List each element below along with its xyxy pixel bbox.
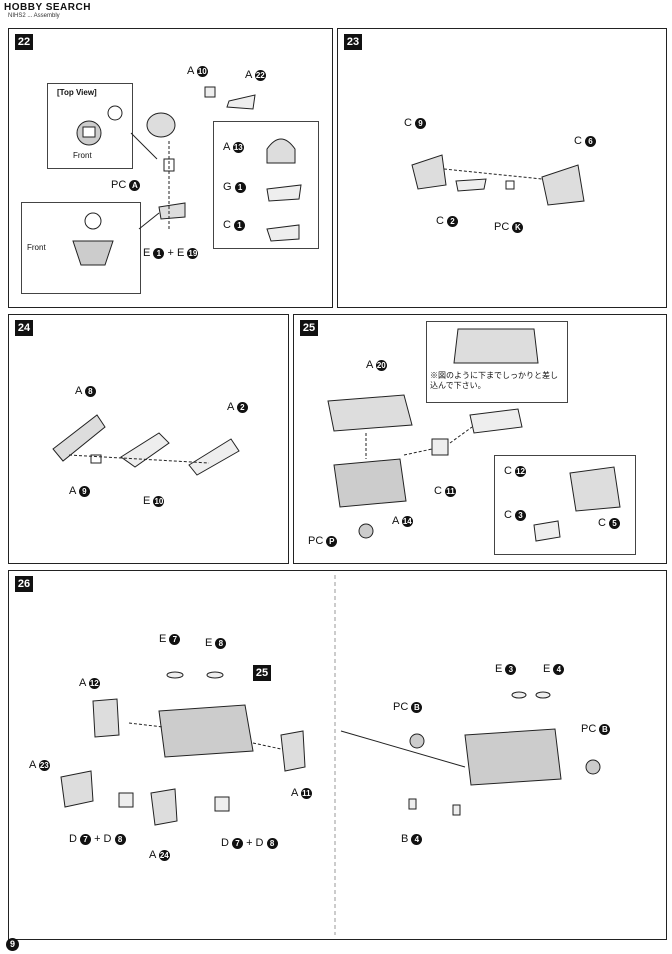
part-a12-label: A 12 bbox=[79, 677, 100, 689]
part-a24-label: A 24 bbox=[149, 849, 170, 861]
step-25-drawing bbox=[327, 328, 621, 542]
part-pca-label: PC A bbox=[111, 179, 141, 191]
page-number: 9 bbox=[6, 938, 19, 951]
part-a22-label: A 22 bbox=[245, 69, 266, 81]
part-a23-label: A 23 bbox=[29, 759, 50, 771]
part-a13-label: A 13 bbox=[223, 141, 244, 153]
part-pcp-label: PC P bbox=[308, 535, 338, 547]
step-number: 23 bbox=[344, 34, 362, 50]
step-23-panel: 23 C 9 C 6 C 2 PC K bbox=[337, 28, 667, 308]
part-pcb-label: PC B bbox=[393, 701, 423, 713]
step-22-drawing bbox=[72, 86, 302, 266]
step-23-drawing bbox=[411, 154, 585, 206]
part-c3-label: C 3 bbox=[504, 509, 527, 521]
part-c9-label: C 9 bbox=[404, 117, 427, 129]
step-24-drawing bbox=[52, 414, 240, 476]
step-26-panel: 26 25 E 7 E 8 A 12 A 23 A 11 D 7 + D 8 A… bbox=[8, 570, 667, 940]
part-e10-label: E 10 bbox=[143, 495, 165, 507]
part-d7-d8-label-2: D 7 + D 8 bbox=[221, 837, 278, 849]
part-e4-label: E 4 bbox=[543, 663, 565, 675]
step-25-ref: 25 bbox=[253, 665, 271, 681]
part-c6-label: C 6 bbox=[574, 135, 597, 147]
part-pcb-label-2: PC B bbox=[581, 723, 611, 735]
part-c12-label: C 12 bbox=[504, 465, 527, 477]
part-pck-label: PC K bbox=[494, 221, 524, 233]
header-subtitle: NIHS2 ... Assembly bbox=[8, 13, 60, 19]
part-c5-label: C 5 bbox=[598, 517, 621, 529]
front-label: Front bbox=[73, 151, 92, 160]
part-a9-label: A 9 bbox=[69, 485, 90, 497]
part-e3-label: E 3 bbox=[495, 663, 517, 675]
site-logo: HOBBY SEARCH bbox=[4, 2, 91, 13]
step-25-panel: 25 ※図のように下までしっかりと差し込んで下さい。 A 20 C 11 A 1… bbox=[293, 314, 667, 564]
part-a10-label: A 10 bbox=[187, 65, 208, 77]
part-c1-label: C 1 bbox=[223, 219, 246, 231]
top-view-label: [Top View] bbox=[57, 88, 97, 97]
step-number: 22 bbox=[15, 34, 33, 50]
insert-note-text: ※図のように下までしっかりと差し込んで下さい。 bbox=[430, 371, 558, 390]
part-d7-d8-label: D 7 + D 8 bbox=[69, 833, 126, 845]
front-label-2: Front bbox=[27, 243, 46, 252]
part-g1-label: G 1 bbox=[223, 181, 246, 193]
part-e1-e19-label: E 1 + E 19 bbox=[143, 247, 199, 259]
part-a20-label: A 20 bbox=[366, 359, 387, 371]
step-number: 26 bbox=[15, 576, 33, 592]
step-number: 24 bbox=[15, 320, 33, 336]
step-26-drawing bbox=[60, 575, 601, 935]
part-a2-label: A 2 bbox=[227, 401, 248, 413]
step-24-panel: 24 A 8 A 2 A 9 E 10 bbox=[8, 314, 289, 564]
part-e8-label: E 8 bbox=[205, 637, 227, 649]
part-a11-label: A 11 bbox=[291, 787, 312, 799]
step-number: 25 bbox=[300, 320, 318, 336]
part-a14-label: A 14 bbox=[392, 515, 413, 527]
part-e7-label: E 7 bbox=[159, 633, 181, 645]
part-c11-label: C 11 bbox=[434, 485, 457, 497]
part-a8-label: A 8 bbox=[75, 385, 96, 397]
part-c2-label: C 2 bbox=[436, 215, 459, 227]
part-b4-label: B 4 bbox=[401, 833, 423, 845]
step-22-panel: 22 [Top View] Front Front A 10 A 22 A 13… bbox=[8, 28, 333, 308]
